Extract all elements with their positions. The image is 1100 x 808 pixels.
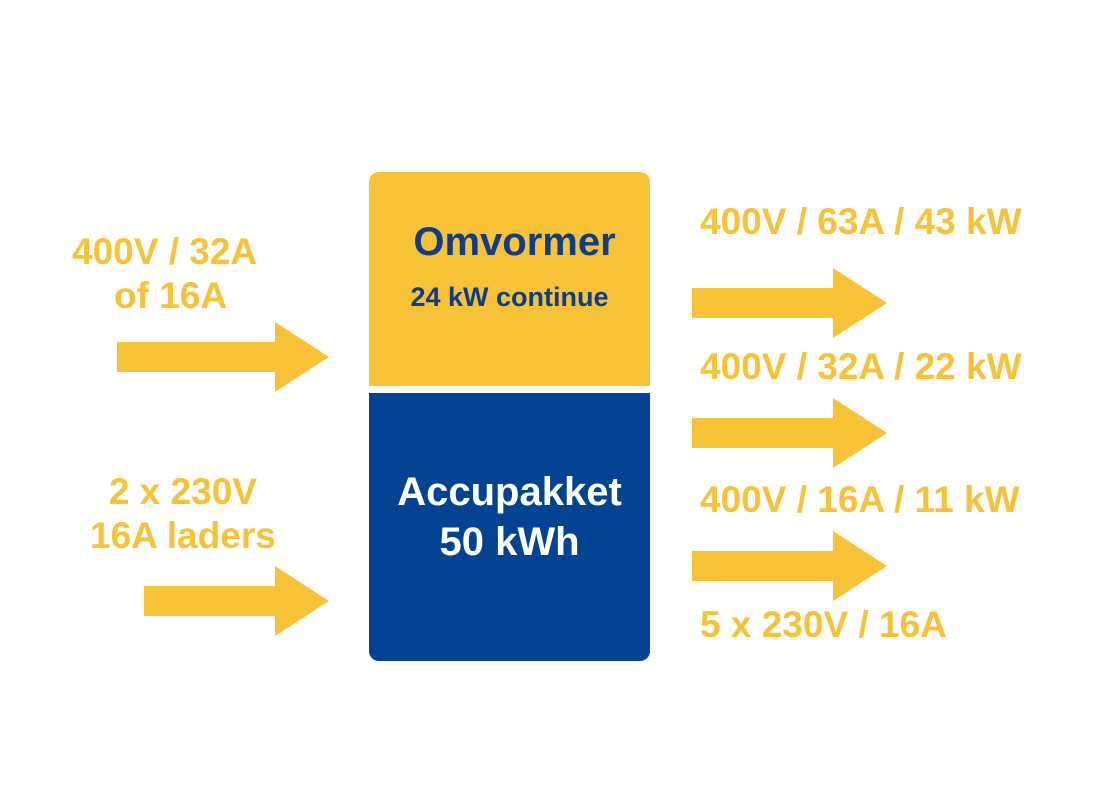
output-arrow-1 — [692, 268, 887, 338]
battery-box: Accupakket 50 kWh — [369, 393, 650, 661]
input-grid-line1: 400V / 32A — [72, 231, 258, 272]
output-label-1: 400V / 63A / 43 kW — [700, 201, 1022, 242]
input-grid-label: 400V / 32A of 16A — [72, 230, 257, 319]
battery-title-line1: Accupakket — [397, 470, 622, 514]
output-label-3: 400V / 16A / 11 kW — [700, 479, 1020, 520]
input-chargers-label: 2 x 230V 16A laders — [90, 470, 276, 559]
output-arrow-3 — [692, 531, 887, 601]
inverter-title: Omvormer — [413, 220, 616, 264]
inverter-box: Omvormer 24 kW continue — [369, 172, 650, 386]
output-arrow-2 — [692, 398, 887, 468]
output-label-4: 5 x 230V / 16A — [700, 604, 947, 645]
output-label-2: 400V / 32A / 22 kW — [700, 346, 1022, 387]
input-chargers-line1: 2 x 230V — [108, 471, 257, 512]
input-grid-line2: of 16A — [114, 275, 228, 317]
inverter-subtitle: 24 kW continue — [410, 282, 609, 312]
input-grid-arrow — [117, 322, 329, 392]
battery-title-line2: 50 kWh — [439, 520, 580, 564]
input-chargers-arrow — [144, 566, 329, 636]
input-chargers-line2: 16A laders — [90, 515, 276, 557]
